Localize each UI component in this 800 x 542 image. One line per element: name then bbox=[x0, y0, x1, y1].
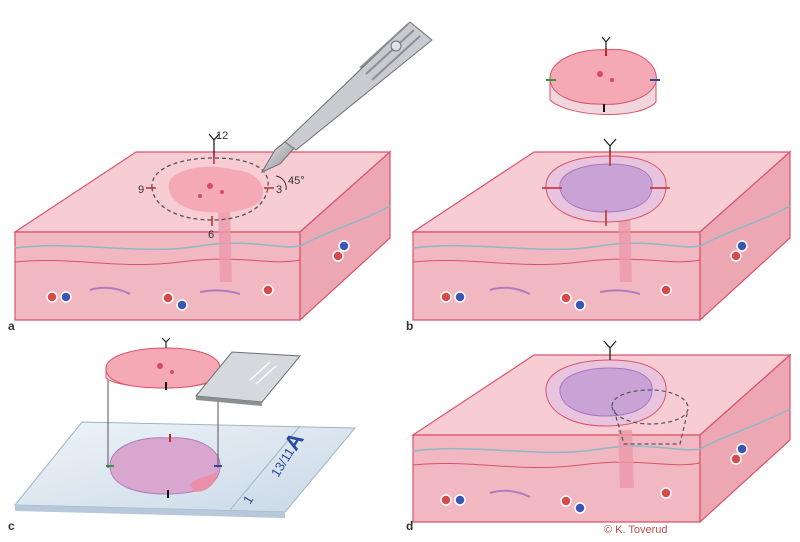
panel-d: d © K. Toverud bbox=[406, 340, 792, 536]
blood-vessel-blue bbox=[736, 240, 748, 252]
nerve-fiber bbox=[199, 289, 241, 295]
panel-label-a: a bbox=[8, 319, 15, 333]
blood-vessel-blue bbox=[574, 299, 586, 311]
blood-vessel-red bbox=[440, 291, 452, 303]
blood-vessel-red bbox=[560, 495, 572, 507]
blood-vessel-red bbox=[440, 494, 452, 506]
orientation-suture-icon bbox=[161, 337, 171, 348]
clock-label-3: 3 bbox=[276, 184, 282, 196]
panel-a: 12 3 6 9 45° a bbox=[8, 21, 433, 333]
clock-label-9: 9 bbox=[138, 184, 144, 196]
dermis-layer-line bbox=[412, 461, 701, 469]
blood-vessel-red bbox=[660, 487, 672, 499]
illustrator-credit: © K. Toverud bbox=[604, 524, 668, 536]
glass-slide-edge bbox=[15, 505, 285, 518]
skin-block-side bbox=[699, 150, 791, 322]
blood-vessel-red bbox=[262, 284, 274, 296]
lesion-spot bbox=[610, 78, 614, 82]
nerve-fiber bbox=[489, 489, 531, 498]
tumour-extension bbox=[618, 430, 634, 488]
blood-vessel-blue bbox=[574, 502, 586, 514]
panel-label-d: d bbox=[406, 519, 413, 533]
lesion-spot bbox=[157, 363, 163, 369]
panel-label-c: c bbox=[8, 519, 15, 533]
specimen-disk-top bbox=[105, 347, 221, 389]
blood-vessel-red bbox=[332, 250, 344, 262]
dermis-layer-line bbox=[14, 242, 301, 251]
lesion-spot bbox=[220, 190, 224, 194]
angle-label: 45° bbox=[288, 175, 305, 187]
slide-label-divider bbox=[229, 425, 301, 511]
clock-label-6: 6 bbox=[208, 229, 214, 241]
lesion-spot bbox=[597, 71, 603, 77]
nerve-fiber bbox=[89, 286, 131, 295]
blood-vessel-red bbox=[730, 453, 742, 465]
skin-lesion bbox=[168, 166, 263, 213]
blood-vessel-blue bbox=[454, 291, 466, 303]
blood-vessel-blue bbox=[338, 240, 350, 252]
dermis-layer-line bbox=[412, 445, 701, 454]
skin-block-side bbox=[699, 353, 791, 524]
nerve-fiber bbox=[489, 286, 531, 295]
blood-vessel-red bbox=[560, 292, 572, 304]
tumour-extension bbox=[218, 206, 232, 282]
lesion-spot bbox=[207, 183, 213, 189]
excised-specimen-top bbox=[549, 48, 657, 105]
excision-margin-dashed bbox=[151, 157, 269, 221]
scalpel-icon bbox=[260, 21, 433, 174]
tissue-section-on-slide bbox=[109, 437, 221, 495]
panel-c: A 13/11 1 c bbox=[8, 337, 357, 533]
excision-wound-bed bbox=[559, 367, 653, 417]
dermis-layer-line bbox=[14, 258, 301, 266]
excision-wound-bed bbox=[559, 163, 653, 213]
blood-vessel-blue bbox=[176, 299, 188, 311]
blood-vessel-blue bbox=[736, 443, 748, 455]
dermis-layer-line bbox=[699, 205, 791, 247]
blood-vessel-red bbox=[660, 284, 672, 296]
tumour-extension bbox=[618, 206, 632, 282]
lesion-spot bbox=[170, 370, 174, 374]
lesion-remnant bbox=[190, 470, 218, 492]
panel-b: b bbox=[406, 36, 792, 333]
dermis-layer-line bbox=[299, 205, 391, 247]
panel-label-b: b bbox=[406, 319, 413, 333]
dermis-layer-line bbox=[412, 242, 701, 251]
blood-vessel-red bbox=[730, 250, 742, 262]
dermis-layer-line bbox=[412, 258, 701, 266]
blood-vessel-red bbox=[46, 291, 58, 303]
nerve-fiber bbox=[599, 289, 641, 295]
dermis-layer-line bbox=[699, 408, 791, 450]
lesion-spot bbox=[198, 194, 202, 198]
blood-vessel-red bbox=[162, 292, 174, 304]
re-excision-outline-dashed bbox=[611, 389, 689, 445]
blood-vessel-blue bbox=[454, 494, 466, 506]
clock-label-12: 12 bbox=[216, 130, 228, 142]
angle-arc bbox=[275, 175, 287, 191]
blood-vessel-blue bbox=[60, 291, 72, 303]
skin-block-side bbox=[299, 150, 391, 322]
orientation-suture-icon bbox=[603, 340, 617, 360]
